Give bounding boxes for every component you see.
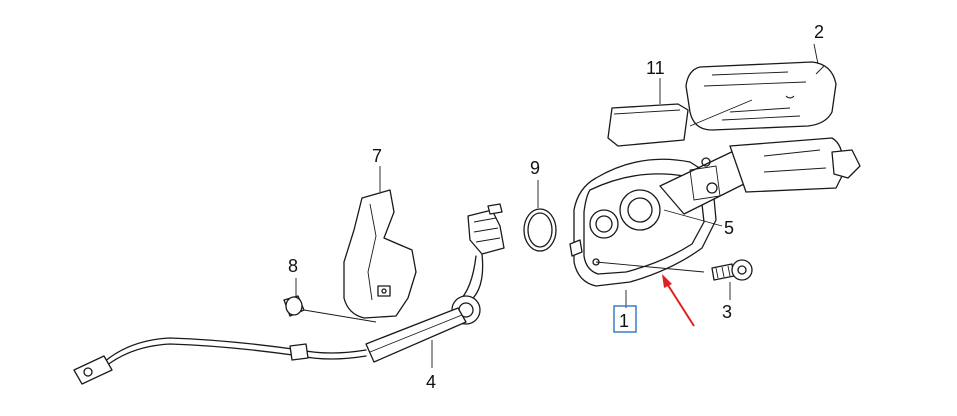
part-3-screw[interactable]	[711, 259, 753, 281]
leader-line-8b	[303, 309, 377, 323]
part-11-adhesive-pad[interactable]	[607, 103, 689, 147]
part-label-11[interactable]: 11	[646, 58, 665, 78]
leader-line-11b	[689, 99, 753, 127]
part-8-grommet[interactable]	[283, 295, 305, 317]
part-2-fuel-flap-cover[interactable]	[685, 61, 837, 131]
actuator-connector[interactable]	[467, 203, 505, 255]
part-1-highlight-box	[613, 305, 637, 333]
part-7-bracket[interactable]	[343, 189, 417, 319]
part-label-4[interactable]: 4	[426, 372, 436, 392]
part-9-o-ring[interactable]	[523, 208, 557, 252]
part-1-filler-neck-housing[interactable]	[569, 137, 861, 287]
part-4-release-cable[interactable]	[73, 253, 484, 385]
leader-line-5	[663, 209, 723, 227]
part-label-1[interactable]: 1	[619, 311, 629, 331]
part-label-8[interactable]: 8	[288, 256, 298, 276]
part-label-2[interactable]: 2	[814, 22, 824, 42]
part-label-5[interactable]: 5	[724, 218, 734, 238]
part-label-3[interactable]: 3	[722, 302, 732, 322]
part-label-7[interactable]: 7	[372, 146, 382, 166]
leader-line-2	[813, 43, 819, 65]
part-label-9[interactable]: 9	[530, 158, 540, 178]
leader-line-1b	[595, 261, 705, 273]
pointer-arrow	[662, 274, 695, 327]
